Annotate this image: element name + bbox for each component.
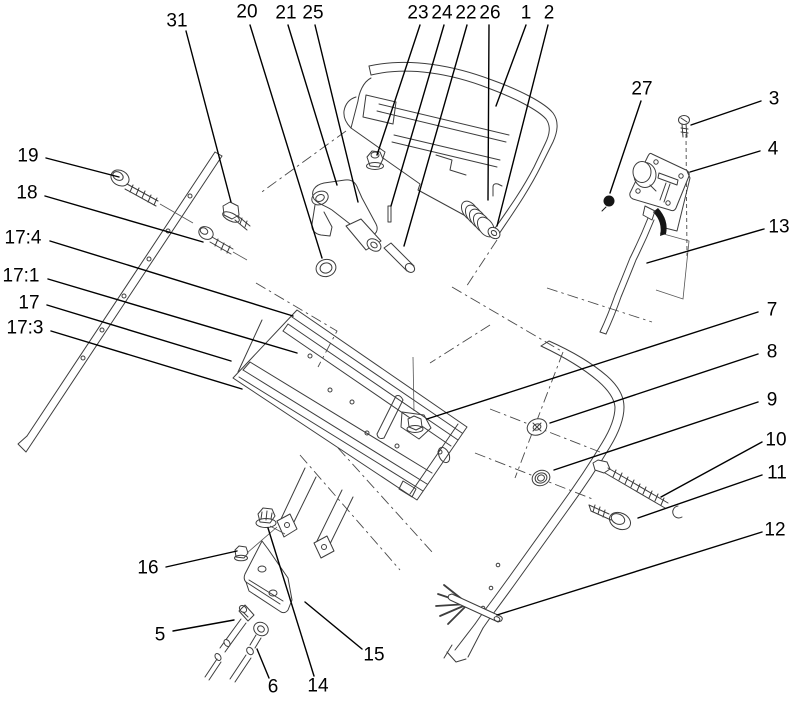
callout-17: 17 bbox=[18, 292, 40, 314]
callout-12: 12 bbox=[764, 519, 786, 541]
left-rail-drawing bbox=[17, 151, 223, 453]
spring-drawing bbox=[460, 200, 501, 240]
callout-27: 27 bbox=[631, 78, 653, 100]
callout-31: 31 bbox=[166, 10, 188, 32]
callout-16: 16 bbox=[137, 557, 159, 579]
callout-10: 10 bbox=[765, 429, 787, 451]
callout-19: 19 bbox=[17, 145, 39, 167]
callout-23: 23 bbox=[407, 2, 429, 24]
callout-15: 15 bbox=[363, 644, 385, 666]
leader-lines bbox=[44, 24, 765, 679]
latch-assembly-drawing bbox=[311, 150, 416, 278]
callout-2: 2 bbox=[543, 2, 555, 24]
callout-9: 9 bbox=[766, 389, 778, 411]
callout-20: 20 bbox=[236, 1, 258, 23]
callout-21: 21 bbox=[275, 2, 297, 24]
callout-3: 3 bbox=[768, 88, 780, 110]
callout-5: 5 bbox=[154, 624, 166, 646]
callout-25: 25 bbox=[302, 2, 324, 24]
panel-tray-drawing bbox=[232, 309, 468, 559]
cables-drawing bbox=[204, 604, 269, 683]
knob-bracket-drawing bbox=[599, 115, 691, 335]
callout-14: 14 bbox=[307, 675, 329, 697]
callout-22: 22 bbox=[455, 2, 477, 24]
lower-bracket-drawing bbox=[234, 507, 293, 614]
phantom-lines bbox=[255, 130, 688, 571]
callout-6: 6 bbox=[267, 676, 279, 698]
callout-8: 8 bbox=[766, 341, 778, 363]
callout-13: 13 bbox=[768, 216, 790, 238]
callout-18: 18 bbox=[16, 182, 38, 204]
callout-24: 24 bbox=[431, 2, 453, 24]
left-fasteners-drawing bbox=[110, 169, 251, 261]
console-housing-drawing bbox=[343, 61, 558, 235]
callout-1: 1 bbox=[520, 2, 532, 24]
callout-11: 11 bbox=[767, 462, 787, 484]
callout-4: 4 bbox=[767, 138, 779, 160]
callout-17-4: 17:4 bbox=[4, 227, 42, 249]
callout-26: 26 bbox=[479, 2, 501, 24]
right-handle-tube-drawing bbox=[435, 340, 683, 663]
callout-7: 7 bbox=[766, 299, 778, 321]
callout-17-3: 17:3 bbox=[6, 317, 44, 339]
callout-17-1: 17:1 bbox=[2, 265, 40, 287]
